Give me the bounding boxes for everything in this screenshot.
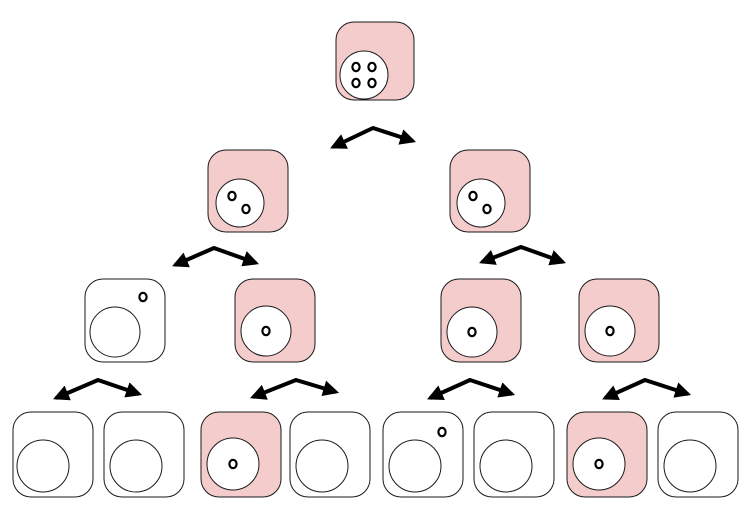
chromosome-dot bbox=[138, 291, 148, 303]
chromosome-dot bbox=[241, 203, 251, 215]
cell-4d bbox=[289, 411, 371, 498]
cells bbox=[12, 21, 739, 498]
nucleus bbox=[584, 305, 636, 357]
cell-4f bbox=[473, 411, 555, 498]
division-arrow bbox=[427, 378, 516, 401]
chromosome-dot bbox=[468, 190, 478, 202]
nucleus bbox=[295, 439, 349, 493]
nucleus bbox=[109, 439, 163, 493]
cell-3b bbox=[234, 278, 316, 363]
nucleus bbox=[206, 437, 260, 491]
chromosome-dot bbox=[594, 458, 604, 470]
chromosome-dot bbox=[227, 190, 237, 202]
nucleus bbox=[16, 439, 70, 493]
nucleus bbox=[240, 305, 292, 357]
nucleus bbox=[479, 439, 533, 493]
division-arrow bbox=[172, 246, 260, 268]
nucleus bbox=[388, 439, 442, 493]
cell-4a bbox=[12, 411, 94, 498]
division-arrow bbox=[602, 378, 692, 401]
cell-4b bbox=[103, 411, 185, 498]
cell-1 bbox=[335, 21, 415, 101]
nucleus bbox=[446, 306, 498, 358]
cell-3c bbox=[440, 278, 522, 363]
chromosome-dot bbox=[367, 77, 377, 89]
division-arrows bbox=[53, 126, 692, 401]
chromosome-dot bbox=[367, 61, 377, 73]
division-arrow bbox=[53, 378, 143, 401]
nucleus bbox=[456, 178, 506, 228]
nucleus bbox=[339, 50, 389, 100]
chromosome-dot bbox=[261, 325, 271, 337]
cell-3d bbox=[578, 278, 660, 363]
cell-3a bbox=[84, 278, 166, 363]
division-arrow bbox=[250, 378, 340, 400]
cell-4g bbox=[566, 411, 648, 498]
cell-2b bbox=[449, 149, 531, 233]
cell-4e bbox=[382, 411, 464, 498]
chromosome-dot bbox=[482, 203, 492, 215]
chromosome-dot bbox=[467, 326, 477, 338]
chromosome-dot bbox=[351, 77, 361, 89]
cell-2a bbox=[207, 149, 289, 233]
cell-4h bbox=[657, 411, 739, 498]
chromosome-dot bbox=[351, 61, 361, 73]
nucleus bbox=[89, 306, 141, 358]
chromosome-dot bbox=[228, 458, 238, 470]
nucleus bbox=[572, 437, 626, 491]
nucleus bbox=[215, 178, 265, 228]
cell-4c bbox=[200, 411, 282, 498]
division-arrow bbox=[479, 245, 567, 266]
nucleus bbox=[663, 439, 717, 493]
division-arrow bbox=[330, 126, 417, 149]
chromosome-dot bbox=[605, 325, 615, 337]
chromosome-dot bbox=[437, 426, 447, 438]
